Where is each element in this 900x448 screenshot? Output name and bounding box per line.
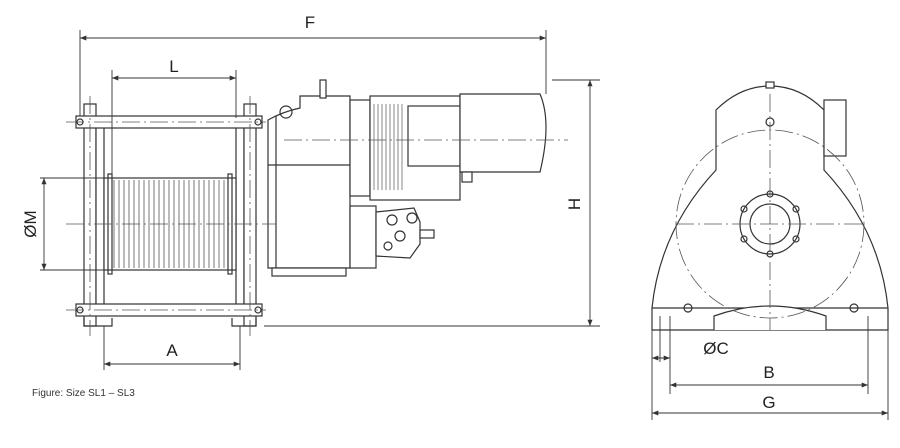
front-view <box>651 81 889 331</box>
motor <box>319 79 547 201</box>
base-feet <box>83 318 257 327</box>
dimension-label-B: B <box>763 363 774 382</box>
figure-caption: Figure: Size SL1 – SL3 <box>32 388 135 399</box>
dimension-label-G: G <box>762 393 775 412</box>
dimension-lines <box>40 30 889 420</box>
side-center-lines <box>66 96 568 336</box>
dimension-label-C: ØC <box>703 339 729 358</box>
front-bolts <box>683 117 859 313</box>
top-tie-rod <box>75 115 263 129</box>
dimension-label-H: H <box>565 198 584 210</box>
frame-right-plate <box>235 103 257 327</box>
dimension-label-F: F <box>305 13 315 32</box>
frame-left-plate <box>83 103 105 327</box>
side-view <box>66 79 568 336</box>
motor-cooling-fins <box>373 104 403 190</box>
front-motor-stub <box>823 99 847 157</box>
brake-unit <box>349 205 435 269</box>
dimension-label-M: ØM <box>21 210 40 237</box>
front-center-lines <box>676 94 864 330</box>
dimension-label-A: A <box>166 341 178 360</box>
dimension-label-L: L <box>169 57 178 76</box>
gearbox <box>267 95 361 277</box>
